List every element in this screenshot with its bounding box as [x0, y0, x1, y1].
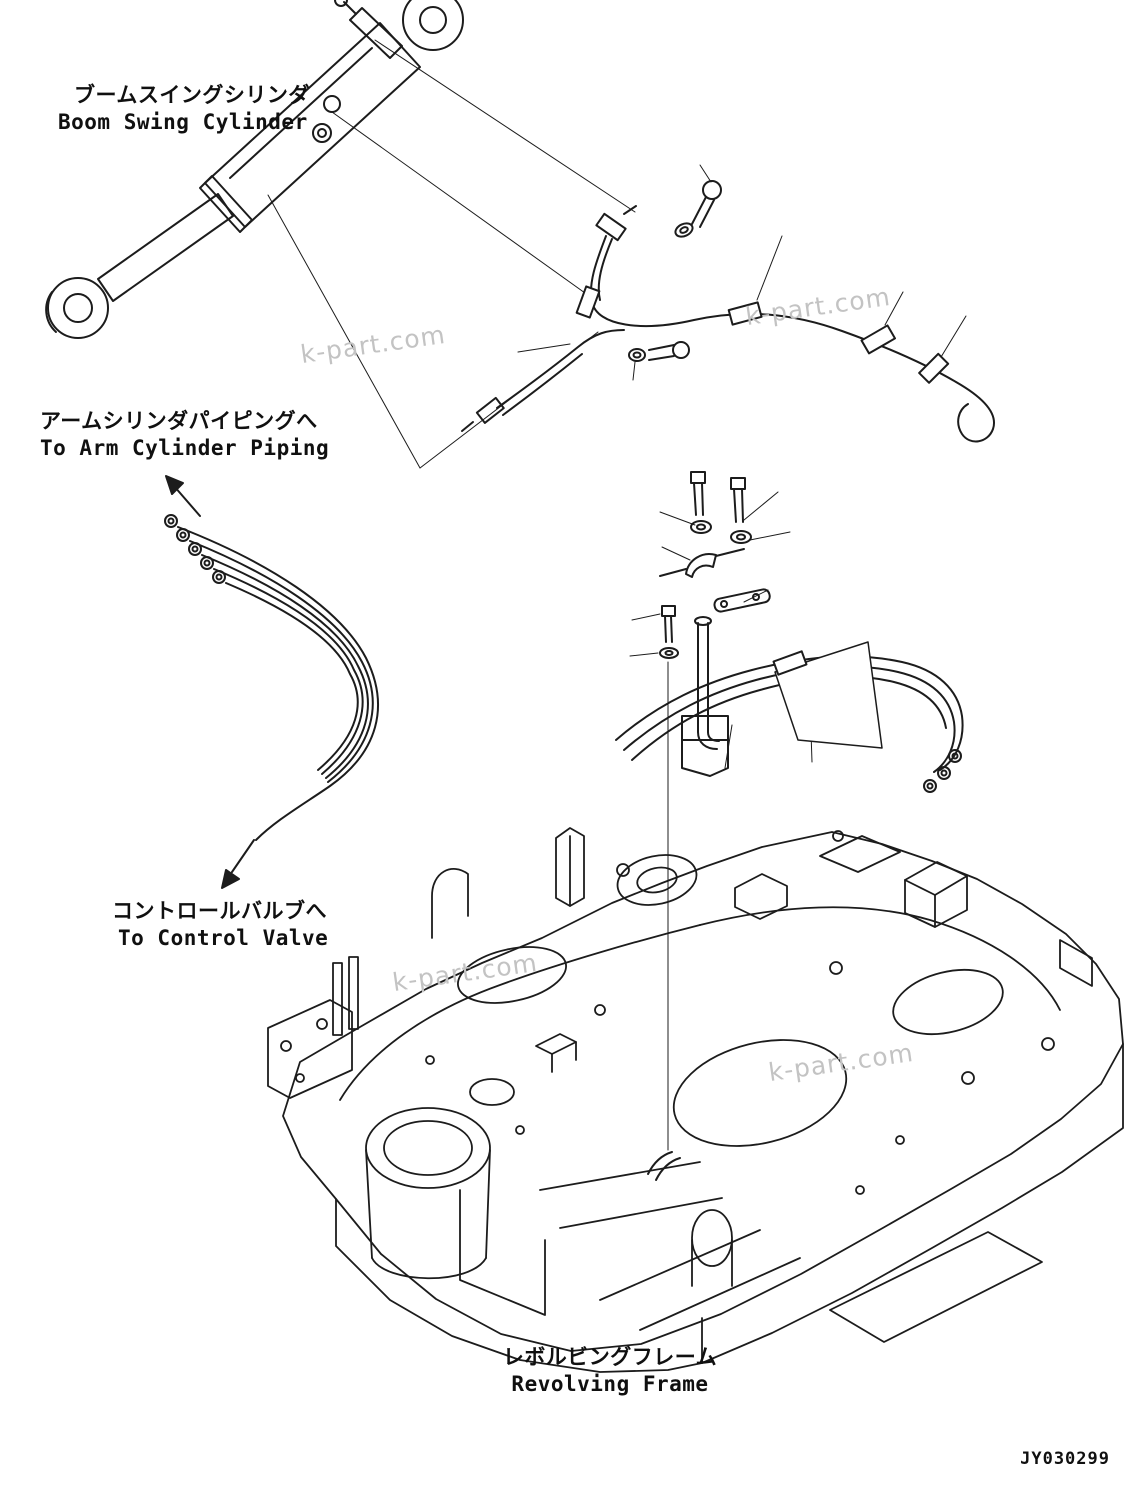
- drawing-number: JY030299: [1020, 1449, 1110, 1469]
- upper-hose-assembly-drawing: [461, 180, 995, 443]
- label-to-arm-cylinder-piping: アームシリンダパイピングへ To Arm Cylinder Piping: [40, 408, 329, 462]
- label-to-control-valve: コントロールバルブへ To Control Valve: [112, 898, 328, 952]
- label-to-arm-cylinder-piping-en: To Arm Cylinder Piping: [40, 436, 330, 460]
- label-to-arm-cylinder-piping-jp: アームシリンダパイピングへ: [40, 409, 318, 433]
- arrow-to-arm-piping: [165, 475, 201, 517]
- label-revolving-frame-jp: レボルビングフレーム: [502, 1345, 718, 1369]
- revolving-frame-drawing: [267, 827, 1124, 1373]
- boom-swing-cylinder-drawing: [45, 0, 464, 339]
- arrow-to-control-valve: [221, 839, 255, 889]
- label-boom-swing-cylinder: ブームスイングシリンダ Boom Swing Cylinder: [58, 82, 310, 136]
- label-to-control-valve-en: To Control Valve: [118, 926, 329, 950]
- label-to-control-valve-jp: コントロールバルブへ: [112, 899, 327, 923]
- leader-lines: [267, 39, 967, 1151]
- hose-bundle-drawing: [164, 475, 379, 889]
- label-boom-swing-cylinder-en: Boom Swing Cylinder: [58, 110, 308, 134]
- label-boom-swing-cylinder-jp: ブームスイングシリンダ: [74, 83, 310, 107]
- label-revolving-frame: レボルビングフレーム Revolving Frame: [480, 1344, 740, 1398]
- mounting-bracket-group-drawing: [615, 471, 964, 1181]
- label-revolving-frame-en: Revolving Frame: [511, 1372, 709, 1396]
